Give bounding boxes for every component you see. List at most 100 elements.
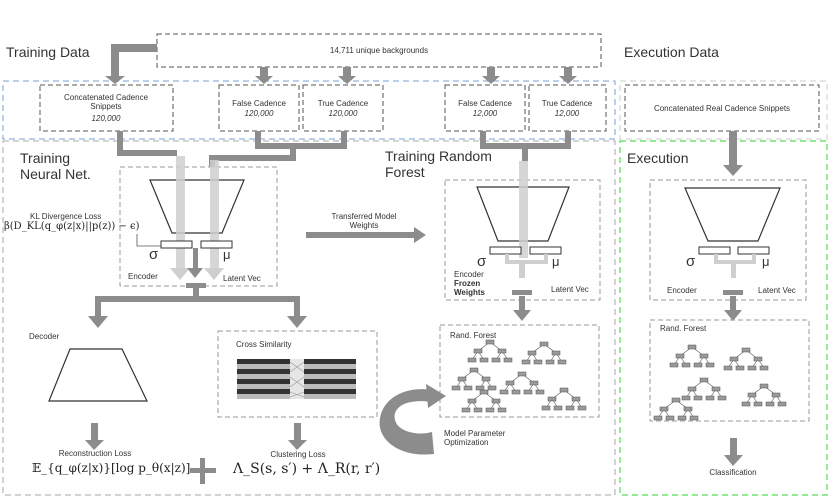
tree-node xyxy=(693,362,703,368)
tree-node xyxy=(747,365,757,371)
tree-node xyxy=(499,389,509,395)
nn-latent-label: Latent Vec xyxy=(223,274,261,283)
concat-snippets-box xyxy=(39,84,174,132)
execution-data-title: Execution Data xyxy=(624,44,719,60)
execution-data-region xyxy=(619,80,828,140)
tree-node xyxy=(457,376,467,382)
nn-encoder-shape xyxy=(149,179,245,234)
frozen-weights-label: Frozen Weights xyxy=(454,279,485,298)
tree-node xyxy=(523,389,533,395)
real-snippets-label: Concatenated Real Cadence Snippets xyxy=(653,104,791,113)
decoder-label: Decoder xyxy=(29,332,60,341)
tree-node xyxy=(551,350,561,356)
tree-node xyxy=(741,401,751,407)
exec-latent-bar xyxy=(723,290,743,295)
training-region xyxy=(2,140,616,496)
false-2-count: 12,000 xyxy=(472,109,498,118)
exec-encoder-box xyxy=(649,179,807,301)
kl-formula: β(D_KL(q_φ(z|x)||p(z)) − ϵ) xyxy=(4,221,140,232)
real-snippets-box xyxy=(624,84,820,132)
tree-node xyxy=(759,365,769,371)
tree-node xyxy=(485,339,495,345)
true-cadence-box-1 xyxy=(302,84,384,132)
true-1-label: True Cadence xyxy=(317,99,369,108)
tree-node xyxy=(535,389,545,395)
cross-similarity-stripes xyxy=(237,359,356,399)
tree-node xyxy=(463,385,473,391)
nn-sigma: σ xyxy=(149,246,159,263)
tree-node xyxy=(503,357,513,363)
tree-node xyxy=(485,407,495,413)
true-2-count: 12,000 xyxy=(554,109,580,118)
exec-forest-label: Rand. Forest xyxy=(660,324,707,333)
tree-node xyxy=(711,386,721,392)
training-nn-title: Training Neural Net. xyxy=(20,150,91,183)
tree-node xyxy=(451,385,461,391)
model-param-label: Model Parameter Optimization xyxy=(444,429,506,448)
tree-node xyxy=(541,405,551,411)
tree-node xyxy=(687,386,697,392)
tree-node xyxy=(671,397,681,403)
false-cadence-box-1 xyxy=(218,84,300,132)
tree-node xyxy=(533,359,543,365)
tree-node xyxy=(705,395,715,401)
tree-node xyxy=(475,385,485,391)
tree-node xyxy=(497,348,507,354)
exec-forest-box xyxy=(649,319,810,422)
tree-node xyxy=(777,401,787,407)
execution-title: Execution xyxy=(627,150,689,166)
transfer-arrow xyxy=(414,227,426,243)
exec-latent-label: Latent Vec xyxy=(758,286,796,295)
tree-node xyxy=(565,405,575,411)
rf-encoder-label: Encoder xyxy=(454,270,484,279)
tree-node xyxy=(505,380,515,386)
tree-node xyxy=(577,405,587,411)
tree-node xyxy=(747,392,757,398)
rf-trees xyxy=(451,339,587,413)
false-cadence-box-2 xyxy=(444,84,526,132)
tree-node xyxy=(527,350,537,356)
tree-node xyxy=(481,376,491,382)
exec-trees xyxy=(653,344,787,421)
training-data-region xyxy=(2,80,616,140)
nn-output-connectors xyxy=(88,288,307,328)
optimization-arrow xyxy=(379,389,434,455)
tree-node xyxy=(479,389,489,395)
execution-region xyxy=(619,140,828,496)
rf-forest-label: Rand. Forest xyxy=(450,331,497,340)
tree-node xyxy=(741,347,751,353)
false-1-label: False Cadence xyxy=(232,99,286,108)
tree-node xyxy=(693,395,703,401)
background-connectors xyxy=(105,44,577,84)
nn-mu: μ xyxy=(223,247,231,262)
tree-node xyxy=(479,357,489,363)
tree-node xyxy=(491,357,501,363)
tree-node xyxy=(705,362,715,368)
tree-node xyxy=(681,395,691,401)
tree-node xyxy=(487,385,497,391)
reconstruction-formula: 𝔼_{q_φ(z|x)}[log p_θ(x|z)] xyxy=(32,461,191,475)
tree-node xyxy=(689,415,699,421)
tree-node xyxy=(473,407,483,413)
tree-node xyxy=(653,415,663,421)
tree-node xyxy=(687,344,697,350)
tree-node xyxy=(491,398,501,404)
tree-node xyxy=(723,365,733,371)
tree-node xyxy=(467,398,477,404)
cross-similarity-box xyxy=(217,330,378,418)
rf-mu: μ xyxy=(552,254,560,269)
clustering-formula: Λ_S(s, s′) + Λ_R(r, r′) xyxy=(233,461,381,477)
clustering-loss-label: Clustering Loss xyxy=(270,450,326,459)
tree-node xyxy=(765,401,775,407)
true-cadence-box-2 xyxy=(528,84,607,132)
tree-node xyxy=(717,395,727,401)
exec-mu: μ xyxy=(762,254,770,269)
nn-latent-bar xyxy=(186,283,206,288)
exec-encoder-shape xyxy=(684,187,781,242)
tree-node xyxy=(665,415,675,421)
true-1-count: 120,000 xyxy=(328,109,358,118)
false-1-count: 120,000 xyxy=(244,109,274,118)
backgrounds-box xyxy=(156,33,602,68)
tree-node xyxy=(659,406,669,412)
